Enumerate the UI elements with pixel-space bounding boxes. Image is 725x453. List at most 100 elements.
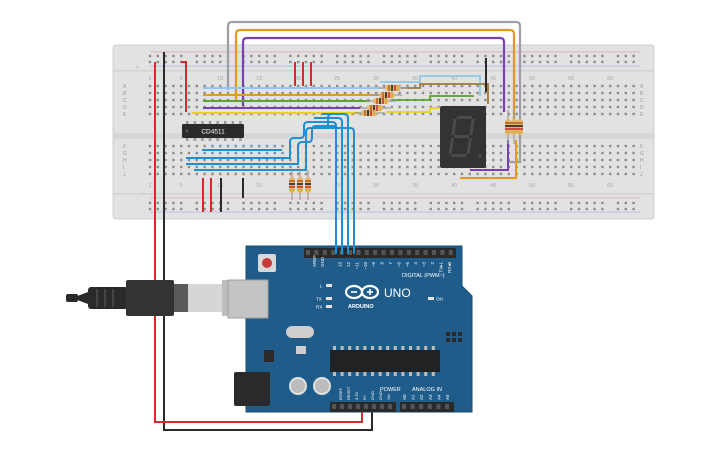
led-l-label: L	[320, 284, 323, 289]
column-number: 50	[529, 183, 535, 189]
analog-pin-label: A4	[436, 394, 441, 400]
digital-pin-label: 8	[380, 262, 385, 265]
icsp-header	[446, 332, 462, 342]
brand-label: ARDUINO	[348, 304, 374, 310]
column-number: 40	[451, 183, 457, 189]
led-tx-label: TX	[316, 297, 322, 302]
power-header	[330, 402, 396, 412]
wire-blue-pin-c[interactable]	[322, 113, 349, 254]
column-number: 55	[568, 76, 574, 82]
wire-orange[interactable]	[234, 28, 516, 120]
digital-pin-label: 12	[346, 262, 351, 268]
row-letter: E	[640, 112, 644, 118]
wire-red-5v-power[interactable]	[154, 62, 363, 423]
column-number: 25	[334, 76, 340, 82]
column-number: 60	[607, 76, 613, 82]
led-rx	[326, 305, 332, 308]
analog-pin-label: A1	[411, 394, 416, 400]
arduino-logo-icon	[344, 284, 380, 300]
column-number: 30	[373, 183, 379, 189]
wire-gray[interactable]	[226, 20, 522, 164]
digital-pin-label: 2	[430, 262, 435, 265]
column-number: 15	[256, 76, 262, 82]
chip-notch	[185, 129, 189, 133]
digital-pin-label: 4	[413, 262, 418, 265]
analog-pin-label: A2	[419, 394, 424, 400]
row-letter: H	[640, 158, 644, 164]
row-letter: I	[640, 165, 641, 171]
row-letter: D	[640, 105, 644, 111]
column-number: 50	[529, 76, 535, 82]
digital-pin-label: ~11	[354, 262, 359, 270]
seven-segment-display[interactable]	[440, 106, 486, 168]
digital-header	[304, 248, 456, 258]
usb-cable-end	[88, 287, 128, 309]
crystal	[286, 326, 314, 338]
digital-pin-label: 13	[338, 262, 343, 268]
wire-black-gnd-power[interactable]	[163, 52, 373, 431]
row-letter: F	[123, 144, 126, 150]
regulator	[264, 350, 274, 362]
row-letter: B	[640, 91, 644, 97]
cd4511-chip[interactable]: CD4511	[182, 121, 244, 141]
wire-blue-pin-d[interactable]	[305, 127, 355, 254]
wire-red-chip-vdd[interactable]	[181, 61, 187, 112]
resistors	[289, 85, 523, 200]
row-letter: G	[640, 151, 644, 157]
row-letter: C	[640, 98, 644, 104]
row-letter: A	[123, 84, 127, 90]
column-number: 15	[256, 183, 262, 189]
wire-orange-display[interactable]	[460, 140, 517, 179]
led-l	[326, 284, 332, 287]
row-letter: D	[123, 105, 127, 111]
digital-pin-label: ~9	[371, 262, 376, 268]
wire-brown-display[interactable]	[392, 83, 489, 104]
reset-button-cap[interactable]	[262, 258, 272, 268]
dc-power-jack	[234, 372, 270, 406]
column-number: 45	[490, 76, 496, 82]
digital-pin-label: ~5	[405, 262, 410, 268]
wire-blue-link	[327, 113, 333, 126]
power-label: POWER	[380, 387, 401, 393]
led-on-label: ON	[436, 297, 443, 302]
wire-green-display[interactable]	[392, 95, 474, 101]
row-letter: E	[123, 112, 127, 118]
wire-blue-2[interactable]	[186, 125, 318, 165]
led-on	[428, 297, 434, 300]
column-number: 55	[568, 183, 574, 189]
row-letter: C	[123, 98, 127, 104]
row-letter: G	[123, 151, 127, 157]
power-pin-label: 5V	[362, 395, 367, 400]
analog-pin-label: A3	[428, 394, 433, 400]
row-letter: A	[640, 84, 644, 90]
led-rx-label: RX	[316, 305, 322, 310]
rail-plus-label: +	[136, 65, 139, 71]
row-letter: F	[640, 144, 643, 150]
wire-lightblue-display[interactable]	[380, 75, 481, 96]
digital-pin-label: ~6	[396, 262, 401, 268]
wire-blue-3[interactable]	[194, 150, 307, 171]
column-number: 35	[412, 76, 418, 82]
model-label: UNO	[384, 286, 411, 300]
digital-label: DIGITAL (PWM~)	[402, 273, 445, 279]
wire-blue-1[interactable]	[186, 121, 310, 159]
wire-yellow-display[interactable]	[386, 107, 442, 113]
column-number: 40	[451, 76, 457, 82]
analog-pin-label: A5	[445, 394, 450, 400]
column-number: 30	[373, 76, 379, 82]
analog-pin-label: A0	[402, 394, 407, 400]
column-number: 1	[148, 183, 151, 189]
analog-label: ANALOG IN	[412, 387, 442, 393]
power-pin-label: RESET	[346, 386, 351, 400]
row-letter: H	[123, 158, 127, 164]
row-letter: J	[123, 172, 126, 178]
aref-label: AREF	[312, 255, 317, 267]
wire-purple[interactable]	[241, 36, 506, 112]
gnd-top-label: GND	[320, 256, 325, 267]
power-pin-label: GND	[378, 391, 383, 400]
wire-purple-display[interactable]	[470, 140, 509, 171]
power-pin-label: 3.3V	[354, 391, 359, 400]
